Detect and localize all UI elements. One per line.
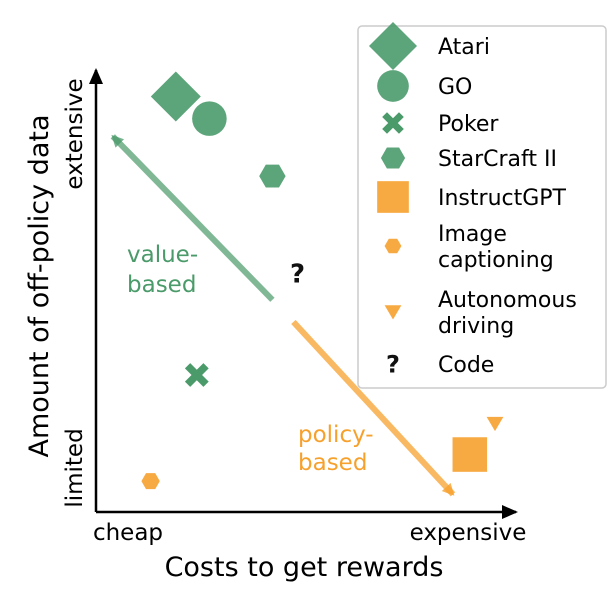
- legend-label-instructgpt: InstructGPT: [438, 186, 567, 211]
- value-based-label-line2: based: [127, 272, 196, 298]
- legend-marker-autonomous-driving: [384, 305, 402, 320]
- legend-label-atari: Atari: [438, 35, 490, 60]
- policy-based-label-line1: policy-: [298, 422, 374, 448]
- point-poker: [184, 363, 209, 387]
- points-layer: ?: [141, 71, 504, 490]
- legend-label-starcraft-ii: StarCraft II: [438, 147, 557, 172]
- legend-label-autonomous-driving-line1: Autonomous: [438, 288, 577, 313]
- x-tick-cheap: cheap: [93, 520, 163, 546]
- point-starcraft-ii: [259, 164, 286, 188]
- legend-label-go: GO: [438, 75, 472, 100]
- legend-marker-poker: [382, 112, 404, 134]
- legend-marker-atari: [369, 22, 417, 70]
- legend-marker-image-captioning: [384, 238, 402, 254]
- y-tick-limited: limited: [62, 428, 88, 507]
- y-axis-title: Amount of off-policy data: [24, 114, 55, 457]
- y-tick-extensive: extensive: [62, 78, 88, 189]
- x-tick-expensive: expensive: [410, 520, 527, 546]
- legend-marker-starcraft-ii: [380, 147, 406, 169]
- legend-label-image-captioning-line2: captioning: [438, 248, 554, 273]
- legend-label-poker: Poker: [438, 112, 499, 137]
- point-autonomous-driving: [486, 416, 504, 432]
- policy-based-arrow: [291, 319, 456, 497]
- value-based-label-line1: value-: [127, 242, 198, 268]
- point-code: ?: [290, 259, 305, 289]
- point-atari: [150, 71, 201, 122]
- value-based-arrow: [110, 134, 275, 302]
- x-axis-title: Costs to get rewards: [165, 552, 444, 583]
- legend-marker-instructgpt: [377, 181, 409, 213]
- legend-marker-code: ?: [386, 350, 400, 378]
- policy-based-label-line2: based: [298, 450, 367, 476]
- legend-label-autonomous-driving-line2: driving: [438, 314, 514, 339]
- arrows-layer: [110, 134, 456, 497]
- legend-label-code: Code: [438, 353, 494, 378]
- legend-marker-go: [377, 70, 409, 102]
- legend-box: [357, 25, 607, 389]
- legend-label-image-captioning-line1: Image: [438, 222, 507, 247]
- point-go: [192, 101, 227, 136]
- arrow-labels: value- based policy- based: [127, 242, 374, 476]
- point-instructgpt: [452, 437, 488, 472]
- point-image-captioning: [141, 473, 160, 490]
